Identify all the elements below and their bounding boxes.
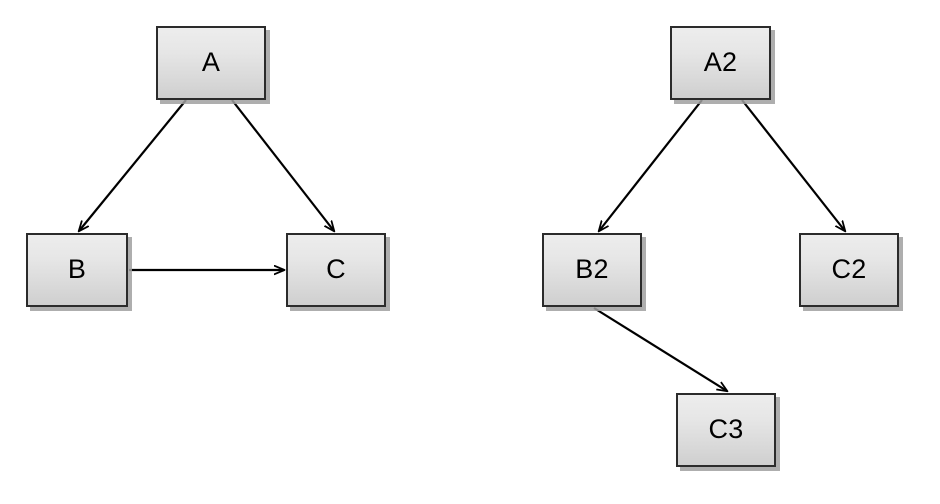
edge-b2-to-c3 (593, 307, 727, 391)
node-a2-label: A2 (703, 46, 738, 77)
node-c2[interactable]: C2 (799, 233, 899, 307)
node-c[interactable]: C (286, 233, 386, 307)
node-c3[interactable]: C3 (676, 393, 776, 467)
node-a2[interactable]: A2 (670, 26, 771, 100)
node-c-label: C (326, 253, 346, 284)
edge-a-to-c (231, 99, 334, 231)
edge-a-to-b (79, 99, 187, 231)
node-b2[interactable]: B2 (542, 233, 642, 307)
node-a[interactable]: A (156, 26, 266, 100)
node-b[interactable]: B (26, 233, 128, 307)
node-b-label: B (67, 253, 87, 284)
node-a-label: A (201, 46, 221, 77)
node-c2-label: C2 (831, 253, 867, 284)
edge-a2-to-b2 (599, 99, 703, 231)
node-c3-label: C3 (708, 413, 744, 444)
edge-a2-to-c2 (741, 99, 845, 231)
node-b2-label: B2 (575, 253, 609, 284)
